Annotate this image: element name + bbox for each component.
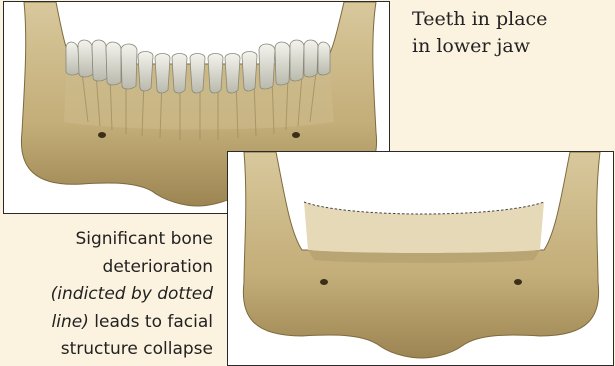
mental-foramen-right: [514, 279, 522, 285]
caption-bottom-line-4-rest: leads to facial: [89, 312, 213, 332]
caption-bottom-line-5: structure collapse: [8, 336, 213, 364]
jaw-without-teeth-illustration: [228, 152, 614, 366]
caption-top-line-1: Teeth in place: [412, 6, 608, 33]
mental-foramen-right: [292, 132, 300, 138]
jaw-without-teeth-panel: [227, 151, 614, 366]
caption-bottom-line-1: Significant bone: [8, 226, 213, 254]
teeth-in-place-caption: Teeth in place in lower jaw: [412, 6, 608, 60]
caption-bottom-line-4: line) leads to facial: [8, 309, 213, 337]
mental-foramen-left: [320, 279, 328, 285]
caption-top-line-2: in lower jaw: [412, 33, 608, 60]
caption-bottom-line-3: (indicted by dotted: [8, 281, 213, 309]
caption-bottom-line-4-italic: line): [52, 312, 89, 332]
bone-deterioration-caption: Significant bone deterioration (indicted…: [8, 226, 213, 364]
mental-foramen-left: [98, 132, 106, 138]
caption-bottom-line-2: deterioration: [8, 254, 213, 282]
